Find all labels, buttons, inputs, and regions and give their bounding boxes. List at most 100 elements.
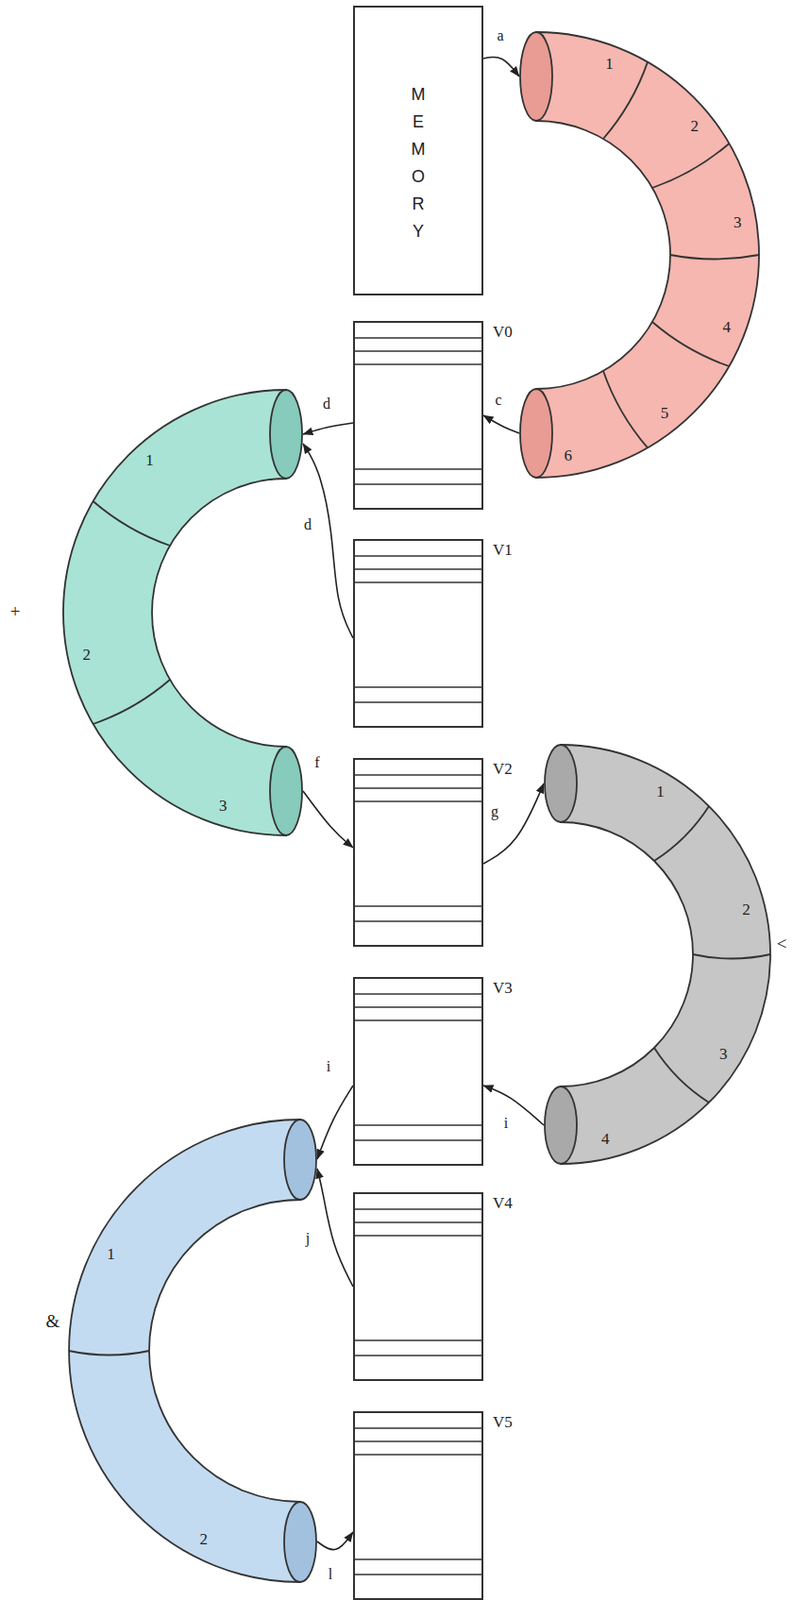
path-letter: a — [494, 27, 506, 45]
stage-divider — [603, 62, 648, 139]
stage-divider — [93, 679, 170, 725]
data-path-arrow — [483, 415, 520, 434]
path-letter: f — [312, 754, 321, 772]
register-slots — [354, 759, 482, 945]
pipeline-drawing — [519, 32, 763, 478]
register-slot-line — [354, 350, 482, 353]
path-letter: l — [326, 1566, 335, 1584]
pipeline-unit: 1 2 3 4 5 6 — [519, 32, 763, 478]
path-letter: i — [502, 1114, 510, 1132]
pipeline-drawing — [65, 1119, 318, 1583]
register-slots — [354, 978, 482, 1165]
path-letter: c — [492, 391, 504, 409]
register-slot-line — [354, 568, 482, 571]
register-slot-line — [354, 1453, 482, 1456]
pipeline-opening — [284, 1119, 317, 1200]
stage-number: 2 — [82, 646, 91, 664]
register-slot-line — [354, 337, 482, 339]
register-slot-line — [354, 1139, 482, 1142]
pipeline-band — [536, 32, 760, 478]
stage-number: 4 — [601, 1130, 610, 1148]
pipeline-unit: 12 — [65, 1119, 318, 1583]
register-slot-line — [354, 800, 482, 803]
stage-number: 1 — [656, 783, 665, 801]
register-name: V1 — [492, 540, 513, 560]
memory-box: M E M O R Y — [353, 5, 484, 296]
pipeline-opening — [520, 32, 553, 121]
register-slots — [354, 1194, 482, 1380]
stage-number: 6 — [564, 447, 574, 465]
register-slot-line — [354, 686, 482, 689]
register-slot-line — [354, 905, 482, 908]
pipeline-drawing — [543, 744, 775, 1165]
stage-number: 3 — [719, 1046, 728, 1063]
stage-divider — [652, 143, 729, 188]
vector-register: V4 — [353, 1192, 484, 1382]
register-slot-line — [354, 1019, 482, 1022]
data-path-arrow — [303, 443, 354, 639]
register-slot-line — [354, 920, 482, 923]
stage-divider — [654, 806, 709, 861]
register-slot-line — [354, 993, 482, 996]
pipeline-unit: 1 2 3 4 — [543, 744, 775, 1165]
stage-number: 4 — [722, 319, 731, 337]
vector-register: V2 — [353, 758, 484, 947]
register-slot-line — [354, 1558, 482, 1561]
data-path-arrow — [317, 1532, 354, 1551]
data-path-arrow — [317, 1168, 354, 1287]
register-name: V4 — [492, 1194, 513, 1214]
register-slot-line — [354, 1124, 482, 1127]
pipeline-opening — [269, 389, 303, 479]
stage-divider — [603, 371, 648, 448]
path-letter: g — [489, 803, 501, 821]
stage-number: 3 — [733, 214, 743, 232]
register-slot-line — [354, 1208, 482, 1211]
pipeline-unit: 123 — [59, 389, 304, 836]
register-slot-line — [354, 787, 482, 790]
register-slot-line — [354, 1234, 482, 1237]
stage-number: 1 — [605, 55, 614, 73]
register-slot-line — [354, 1573, 482, 1576]
register-slots — [354, 1413, 482, 1599]
pipeline-drawing — [59, 389, 304, 836]
data-path-arrow — [483, 783, 544, 864]
register-slots — [354, 322, 482, 508]
stage-number: 2 — [200, 1531, 209, 1549]
data-path-arrow — [483, 1085, 544, 1126]
path-letter: d — [320, 395, 333, 413]
register-name: V2 — [492, 759, 513, 779]
path-letter: i — [324, 1058, 333, 1076]
stage-divider — [670, 254, 760, 260]
pipeline-opening — [269, 746, 303, 836]
register-name: V3 — [492, 978, 513, 998]
pipeline-opening — [544, 744, 577, 823]
register-slot-line — [354, 1006, 482, 1009]
stage-divider — [93, 501, 170, 546]
register-slot-line — [354, 581, 482, 584]
pipeline-opening — [284, 1501, 317, 1583]
stage-divider — [692, 954, 771, 960]
register-name: V5 — [492, 1413, 513, 1433]
stage-number: 2 — [742, 901, 751, 919]
register-slot-line — [354, 468, 482, 471]
register-slot-line — [354, 1427, 482, 1430]
stage-number: 1 — [106, 1246, 116, 1264]
data-path-arrow — [317, 1085, 354, 1160]
pipeline-opening — [520, 388, 553, 478]
stage-divider — [652, 321, 729, 367]
register-slots — [354, 540, 482, 726]
vector-register: V1 — [353, 539, 484, 728]
register-slot-line — [354, 1221, 482, 1224]
register-slot-line — [354, 363, 482, 366]
stage-divider — [654, 1047, 709, 1103]
register-slot-line — [354, 1354, 482, 1357]
operation-symbol: & — [44, 1313, 63, 1331]
data-path-arrow — [483, 56, 520, 77]
operation-symbol: < — [775, 935, 790, 953]
pipeline-opening — [544, 1086, 577, 1165]
stage-number: 2 — [691, 118, 700, 135]
stage-number: 5 — [660, 404, 670, 422]
stage-divider — [68, 1350, 150, 1356]
operation-symbol: + — [8, 603, 23, 621]
register-slot-line — [354, 701, 482, 704]
